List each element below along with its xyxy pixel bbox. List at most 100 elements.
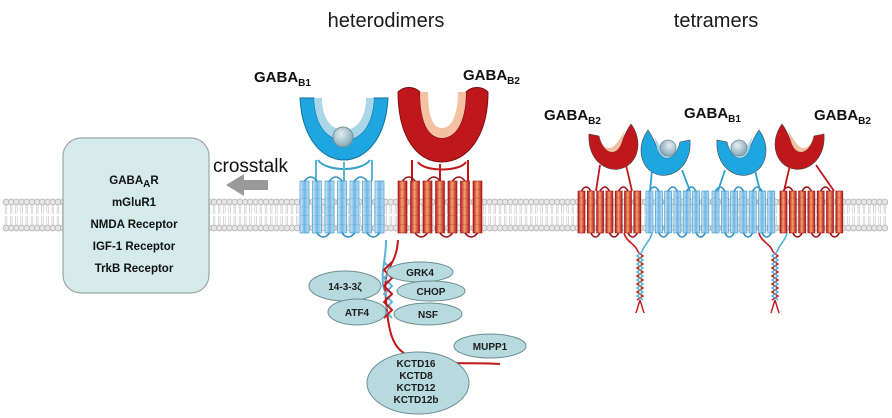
lipid-tail bbox=[530, 216, 533, 225]
svg-text:GRK4: GRK4 bbox=[406, 268, 434, 279]
lipid-tail bbox=[322, 216, 325, 225]
lipid-tail bbox=[878, 216, 881, 225]
tetramer-lobe-inner bbox=[654, 136, 680, 158]
interactor-grk4: GRK4 bbox=[386, 261, 454, 283]
tetramer-gabab1-right-head bbox=[716, 129, 767, 176]
lipid-tail bbox=[20, 205, 23, 214]
gabab2-label: GABAB2 bbox=[463, 67, 520, 87]
helix-loop bbox=[439, 232, 454, 238]
lipid-tail bbox=[41, 216, 44, 225]
stalk bbox=[754, 169, 761, 192]
lipid-tail bbox=[212, 205, 216, 214]
lipid-head bbox=[881, 224, 889, 232]
lipid-tail bbox=[530, 205, 533, 214]
lipid-head bbox=[881, 198, 889, 206]
lipid-tail bbox=[4, 216, 8, 225]
helix-loop bbox=[733, 186, 745, 192]
svg-text:GABAB2: GABAB2 bbox=[463, 67, 520, 87]
lipid-tail bbox=[509, 216, 512, 225]
crosstalk-item-gabaa-receptor: GABAAR bbox=[109, 175, 159, 190]
helix-loop bbox=[658, 232, 669, 238]
tail-end bbox=[770, 299, 780, 314]
lipid-tail bbox=[56, 216, 60, 225]
lipid-tail bbox=[285, 205, 288, 214]
crosstalk-label: crosstalk bbox=[213, 156, 288, 177]
lipid-tail bbox=[46, 205, 49, 214]
gabab2-venus-flytrap bbox=[397, 87, 489, 171]
tail-end bbox=[635, 299, 645, 314]
lipid-tail bbox=[540, 205, 543, 214]
lipid-tail bbox=[254, 205, 257, 214]
stalk bbox=[681, 169, 691, 192]
crosstalk-list: GABAAR mGluR1 NMDA Receptor IGF-1 Recept… bbox=[90, 175, 178, 275]
stalk bbox=[717, 169, 726, 192]
tetramers-heading: tetramers bbox=[674, 10, 758, 32]
lipid-tail bbox=[862, 216, 866, 225]
tetramer-gabab2-right-head bbox=[774, 123, 825, 170]
svg-text:CHOP: CHOP bbox=[417, 287, 446, 298]
lipid-tail bbox=[483, 205, 486, 214]
helix-loop bbox=[451, 176, 466, 182]
helix-loop bbox=[618, 186, 629, 192]
lipid-tail bbox=[56, 205, 60, 214]
lipid-tail bbox=[36, 205, 39, 214]
lipid-tail bbox=[571, 216, 574, 225]
lipid-tail bbox=[540, 216, 543, 225]
tetramer-gabab1-left-head bbox=[640, 129, 691, 176]
kctd-item: KCTD16 bbox=[397, 359, 436, 370]
tetramer-gabab2-left-label: GABAB2 bbox=[544, 107, 601, 127]
lipid-tail bbox=[857, 216, 860, 225]
svg-text:NSF: NSF bbox=[418, 310, 438, 321]
coil-red bbox=[770, 251, 780, 301]
lipid-tail bbox=[290, 205, 294, 214]
lipid-tail bbox=[514, 216, 517, 225]
tail-red bbox=[758, 232, 774, 253]
svg-text:GABAB2: GABAB2 bbox=[814, 107, 871, 127]
lipid-tail bbox=[233, 216, 236, 225]
lipid-tail bbox=[498, 205, 502, 214]
helix-loop bbox=[761, 232, 772, 238]
helix-loop bbox=[426, 176, 441, 182]
lipid-tail bbox=[556, 216, 559, 225]
helix-loop bbox=[792, 232, 803, 238]
lipid-tail bbox=[389, 216, 392, 225]
helix-loop bbox=[328, 176, 343, 182]
kctd-item: KCTD8 bbox=[399, 371, 433, 382]
lipid-tail bbox=[561, 216, 564, 225]
helix-loop bbox=[353, 176, 368, 182]
lipid-tail bbox=[457, 205, 460, 214]
helix-loop bbox=[366, 232, 381, 238]
lipid-tail bbox=[46, 216, 49, 225]
lipid-tail bbox=[10, 205, 13, 214]
helix-loop bbox=[801, 186, 813, 192]
heterodimers-heading: heterodimers bbox=[328, 10, 445, 32]
lipid-tail bbox=[545, 205, 548, 214]
lipid-tail bbox=[25, 216, 28, 225]
lipid-tail bbox=[566, 216, 569, 225]
lipid-tail bbox=[4, 205, 8, 214]
lipid-tail bbox=[883, 216, 886, 225]
lipid-tail bbox=[389, 205, 392, 214]
lipid-tail bbox=[264, 216, 268, 225]
lipid-tail bbox=[857, 205, 860, 214]
crosstalk-item-igf1-receptor: IGF-1 Receptor bbox=[93, 241, 176, 253]
lipid-tail bbox=[852, 205, 855, 214]
lipid-tail bbox=[420, 216, 424, 225]
helix-loop bbox=[742, 232, 754, 238]
tetramer-gabab1-label: GABAB1 bbox=[684, 105, 741, 125]
lipid-tail bbox=[296, 205, 299, 214]
helix-loop bbox=[752, 186, 763, 192]
lipid-tail bbox=[51, 205, 54, 214]
crosstalk-item-mglur1: mGluR1 bbox=[112, 197, 157, 209]
tetramer-lobe-inner bbox=[788, 130, 814, 152]
lipid-tail bbox=[36, 216, 39, 225]
tail-red bbox=[623, 232, 639, 253]
lipid-tail bbox=[852, 216, 855, 225]
helix-loop bbox=[341, 232, 356, 238]
lipid-tail bbox=[249, 216, 252, 225]
lipid-tail bbox=[847, 216, 850, 225]
helix-loop bbox=[303, 176, 318, 182]
stalk bbox=[815, 164, 835, 192]
lipid-tail bbox=[680, 205, 684, 214]
lipid-tail bbox=[228, 205, 231, 214]
